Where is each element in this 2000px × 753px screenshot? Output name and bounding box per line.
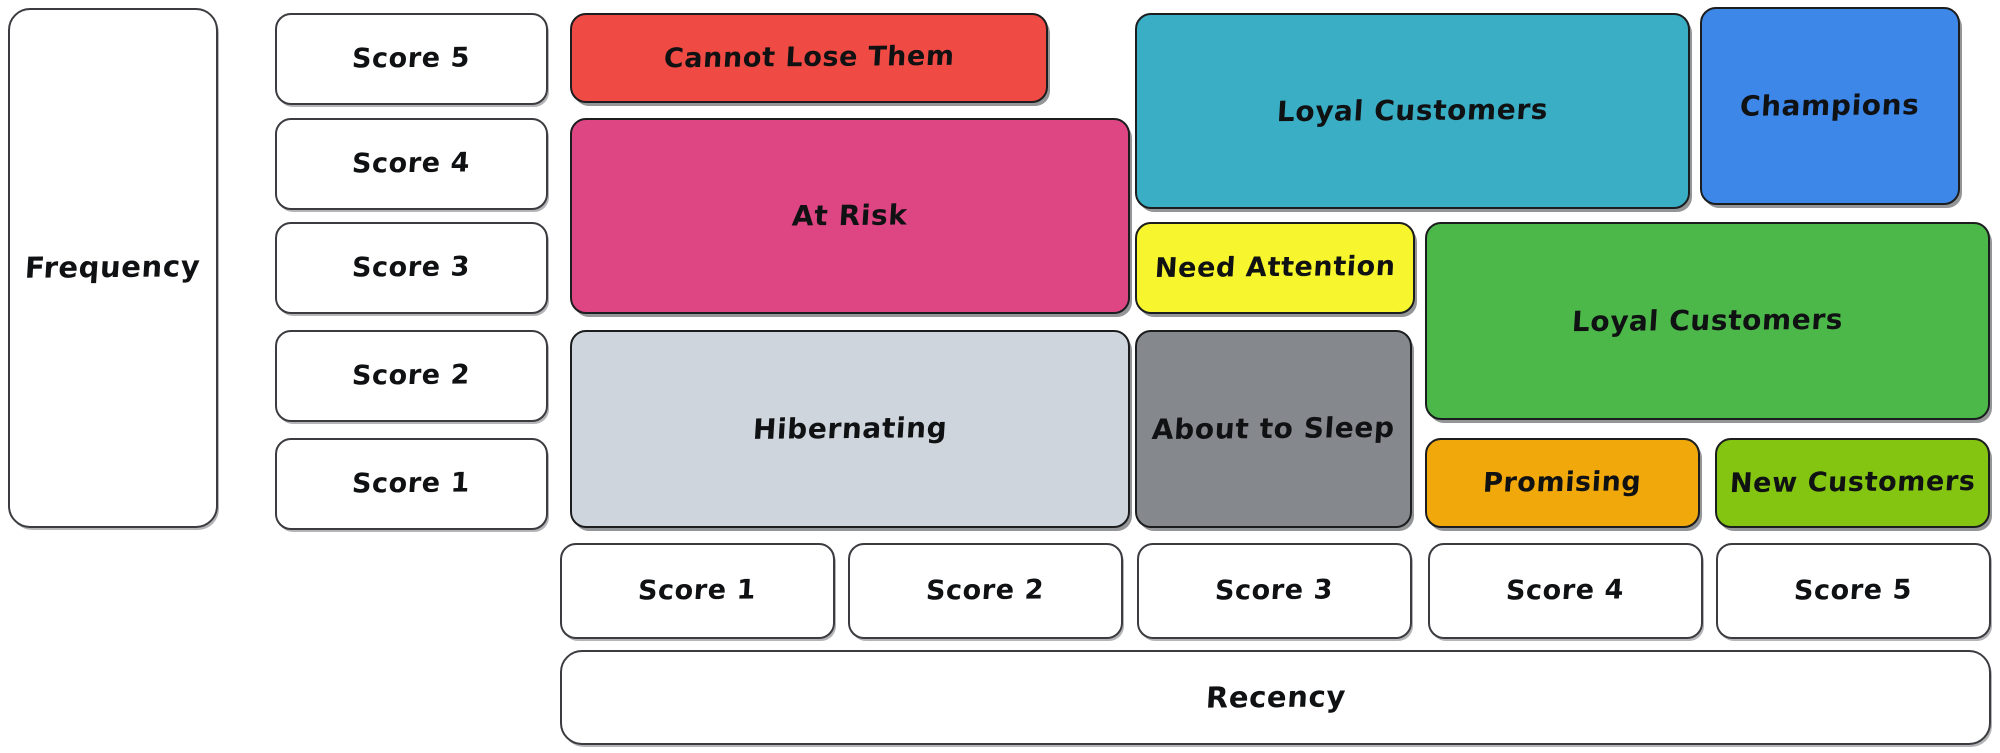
recency-score-2-label: Score 2 (925, 574, 1046, 607)
frequency-score-1[interactable]: Score 1 (275, 438, 548, 530)
segment-about-to-sleep[interactable]: About to Sleep (1135, 330, 1412, 528)
segment-champions-label: Champions (1739, 87, 1921, 123)
frequency-axis-text: Frequency (24, 249, 202, 285)
recency-axis-label: Recency (560, 650, 1991, 745)
recency-score-1[interactable]: Score 1 (560, 543, 835, 639)
segment-cannot-lose-them-label: Cannot Lose Them (662, 40, 956, 75)
segment-loyal-customers-green-label: Loyal Customers (1570, 302, 1845, 338)
segment-champions[interactable]: Champions (1700, 7, 1960, 205)
frequency-score-2[interactable]: Score 2 (275, 330, 548, 422)
frequency-score-3[interactable]: Score 3 (275, 222, 548, 314)
frequency-score-5[interactable]: Score 5 (275, 13, 548, 105)
segment-loyal-customers-teal-label: Loyal Customers (1275, 92, 1550, 128)
segment-at-risk[interactable]: At Risk (570, 118, 1130, 314)
recency-score-5-label: Score 5 (1793, 574, 1914, 607)
segment-hibernating[interactable]: Hibernating (570, 330, 1130, 528)
segment-about-to-sleep-label: About to Sleep (1151, 410, 1396, 446)
segment-loyal-customers-teal[interactable]: Loyal Customers (1135, 13, 1690, 209)
segment-need-attention-label: Need Attention (1153, 251, 1397, 285)
frequency-score-1-label: Score 1 (351, 467, 472, 500)
frequency-score-2-label: Score 2 (351, 359, 472, 392)
segment-hibernating-label: Hibernating (751, 410, 949, 446)
segment-promising[interactable]: Promising (1425, 438, 1700, 528)
frequency-score-5-label: Score 5 (351, 42, 472, 75)
segment-new-customers-label: New Customers (1728, 466, 1977, 500)
segment-new-customers[interactable]: New Customers (1715, 438, 1990, 528)
recency-score-4[interactable]: Score 4 (1428, 543, 1703, 639)
recency-score-1-label: Score 1 (637, 574, 758, 607)
frequency-axis-label: Frequency (8, 8, 218, 528)
segment-need-attention[interactable]: Need Attention (1135, 222, 1415, 314)
recency-score-3[interactable]: Score 3 (1137, 543, 1412, 639)
recency-score-3-label: Score 3 (1214, 574, 1335, 607)
segment-loyal-customers-green[interactable]: Loyal Customers (1425, 222, 1990, 420)
recency-score-2[interactable]: Score 2 (848, 543, 1123, 639)
recency-axis-text: Recency (1204, 678, 1347, 715)
segment-promising-label: Promising (1482, 466, 1643, 499)
frequency-score-3-label: Score 3 (351, 251, 472, 284)
recency-score-4-label: Score 4 (1505, 574, 1626, 607)
segment-at-risk-label: At Risk (791, 198, 909, 233)
frequency-score-4-label: Score 4 (351, 147, 472, 180)
frequency-score-4[interactable]: Score 4 (275, 118, 548, 210)
recency-score-5[interactable]: Score 5 (1716, 543, 1991, 639)
segment-cannot-lose-them[interactable]: Cannot Lose Them (570, 13, 1048, 103)
